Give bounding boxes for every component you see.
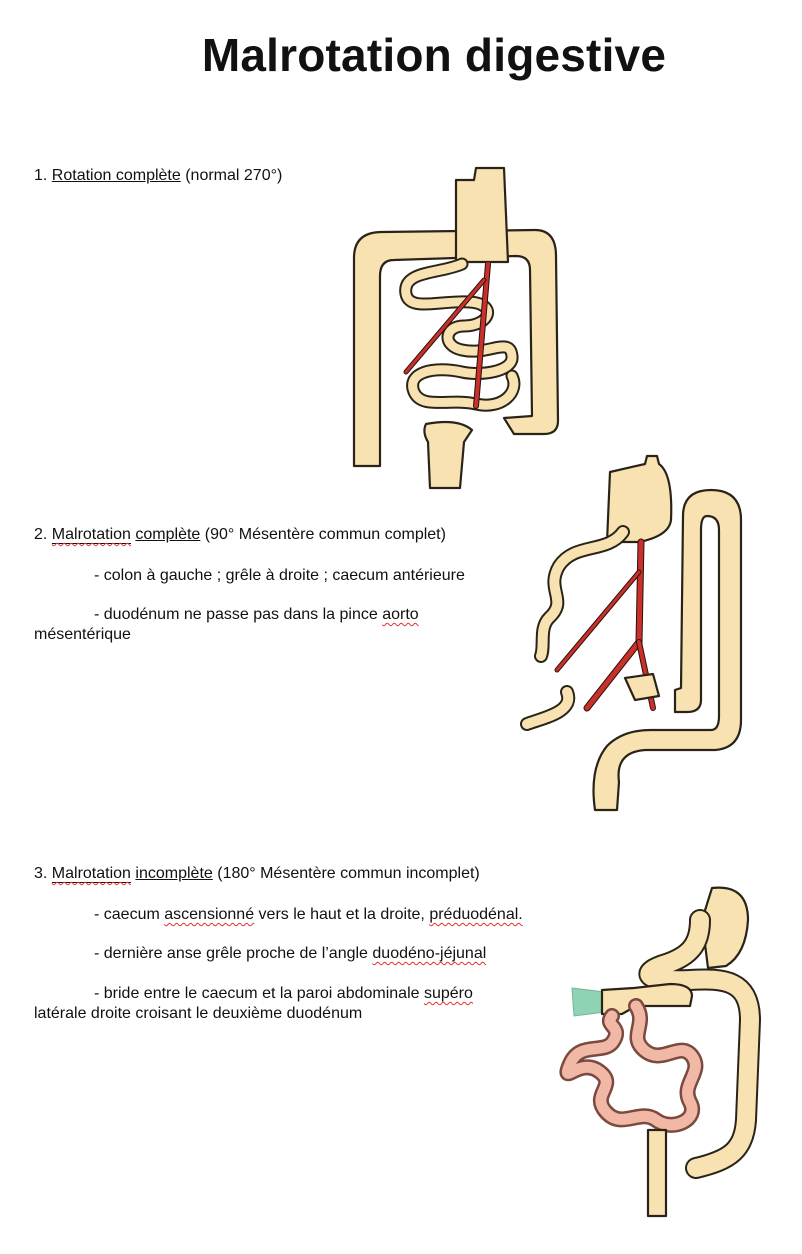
spell-flagged-word: ascensionné [164,906,255,923]
stomach [700,886,750,970]
bullet-text: - caecum [94,906,160,923]
section-3-heading: 3. Malrotation incomplète (180° Mésentèr… [34,864,480,884]
mesenteric-vessels [403,261,491,409]
small-bowel-pink [559,998,704,1133]
stomach [605,454,673,544]
section-detail: (180° Mésentère commun incomplet) [217,865,480,882]
section-title: complète [135,526,201,543]
distal-limb [423,420,474,490]
bullet-2-2-continued: mésentérique [34,626,131,643]
complete-malrotation-illustration [520,454,743,812]
section-2-heading: 2. Malrotation complète (90° Mésentère c… [34,525,446,545]
bullet-text: - bride entre le caecum et la paroi abdo… [94,985,420,1002]
duodenum-loop [638,909,761,1179]
section-number: 2. [34,526,48,543]
jejunal-limb [520,525,630,731]
page-title: Malrotation digestive [201,29,667,81]
section-title-flagged: Malrotation [51,865,131,883]
spell-flagged-word: préduodénal. [429,906,523,923]
section-title: incomplète [135,865,213,882]
section-detail: (normal 270°) [185,167,283,184]
bullet-text: - duodénum ne passe pas dans la pince [94,606,378,623]
spell-flagged-word: aorto [382,606,419,623]
incomplete-malrotation-illustration [559,886,761,1218]
distal-limb [646,1128,668,1218]
bullet-2-2: - duodénum ne passe pas dans la pince ao… [94,605,419,625]
small-bowel-loops [399,257,521,412]
colon-right-loop [592,488,743,812]
stomach [454,166,510,264]
bullet-3-3-continued: latérale droite croisant le deuxième duo… [34,1005,363,1022]
mesenteric-vessels [554,538,656,712]
section-number: 1. [34,167,48,184]
caecum [623,672,661,702]
colon-frame [352,228,560,468]
bullet-text: - dernière anse grêle proche de l’angle [94,945,368,962]
normal-rotation-illustration [352,166,560,490]
bullet-2-1: - colon à gauche ; grêle à droite ; caec… [94,567,465,584]
section-detail: (90° Mésentère commun complet) [204,526,446,543]
section-number: 3. [34,865,48,882]
bullet-text: vers le haut et la droite, [258,906,425,923]
bullet-3-1: - caecum ascensionné vers le haut et la … [94,905,523,925]
section-1-heading: 1. Rotation complète (normal 270°) [34,166,282,186]
section-title: Rotation complète [51,167,181,184]
bullet-3-3: - bride entre le caecum et la paroi abdo… [94,984,473,1004]
bullet-3-2: - dernière anse grêle proche de l’angle … [94,944,486,964]
spell-flagged-word: supéro [423,985,473,1002]
spell-flagged-word: duodéno-jéjunal [372,945,487,962]
section-title-flagged: Malrotation [51,526,131,544]
